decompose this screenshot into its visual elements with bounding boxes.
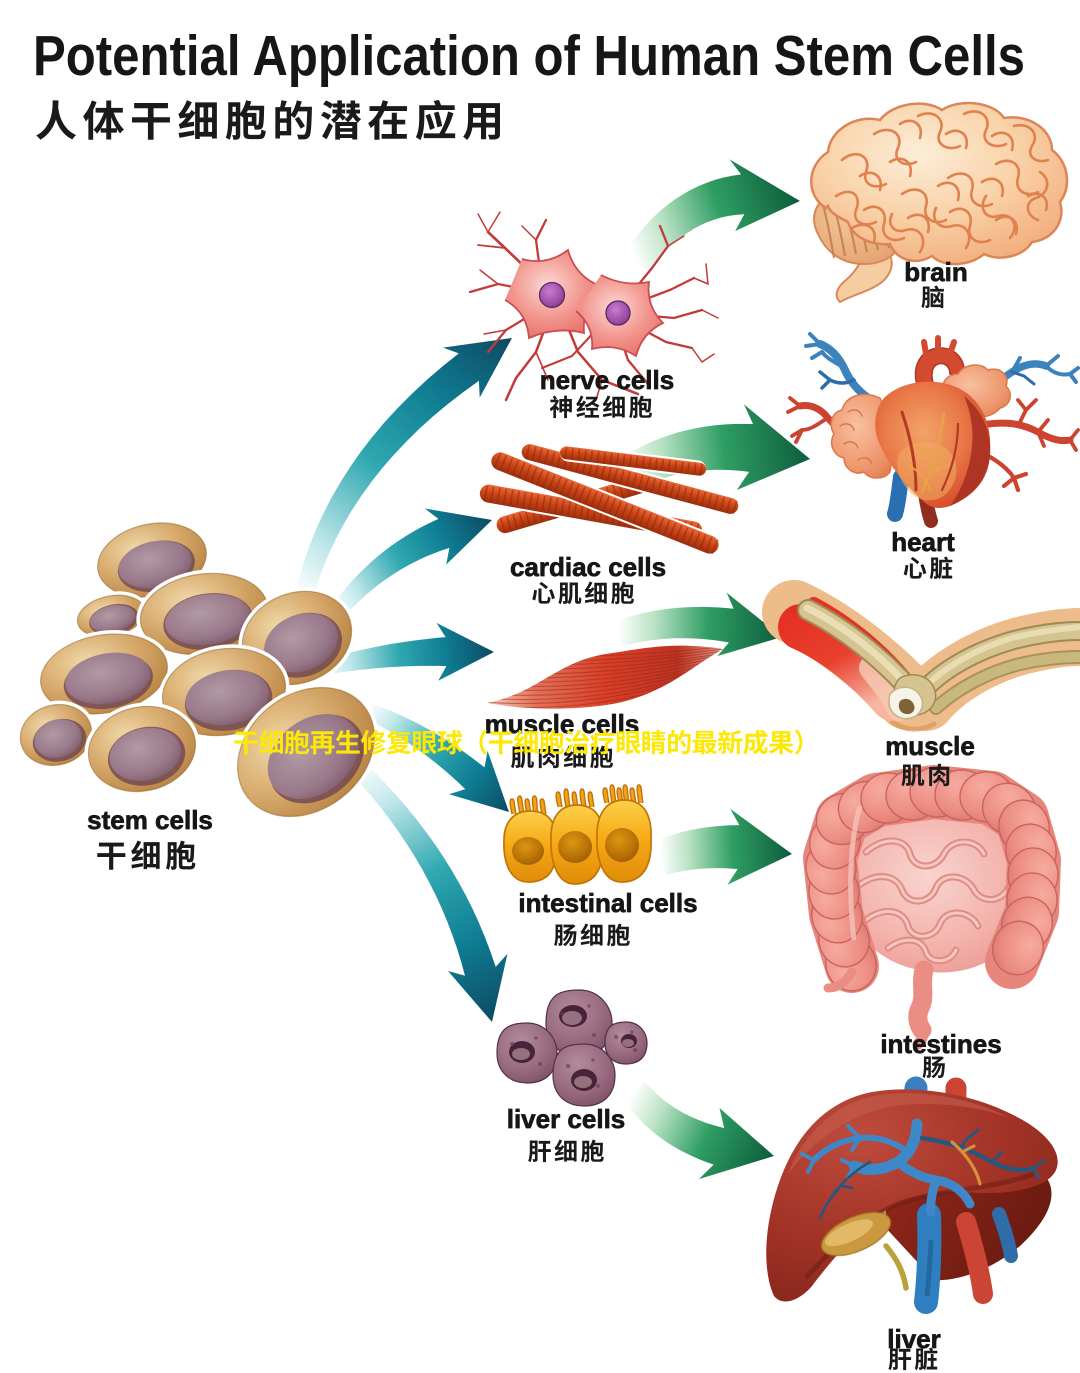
svg-text:cardiac cells: cardiac cells	[510, 552, 666, 582]
svg-text:intestinal cells: intestinal cells	[518, 888, 697, 918]
svg-text:muscle: muscle	[885, 731, 975, 761]
svg-text:heart: heart	[891, 527, 955, 557]
svg-text:liver cells: liver cells	[507, 1104, 626, 1134]
svg-text:nerve cells: nerve cells	[540, 365, 674, 395]
svg-text:brain: brain	[904, 257, 968, 287]
svg-text:stem cells: stem cells	[87, 805, 213, 835]
svg-text:intestines: intestines	[880, 1029, 1001, 1059]
svg-text:Potential Application of Human: Potential Application of Human Stem Cell…	[33, 24, 1025, 88]
